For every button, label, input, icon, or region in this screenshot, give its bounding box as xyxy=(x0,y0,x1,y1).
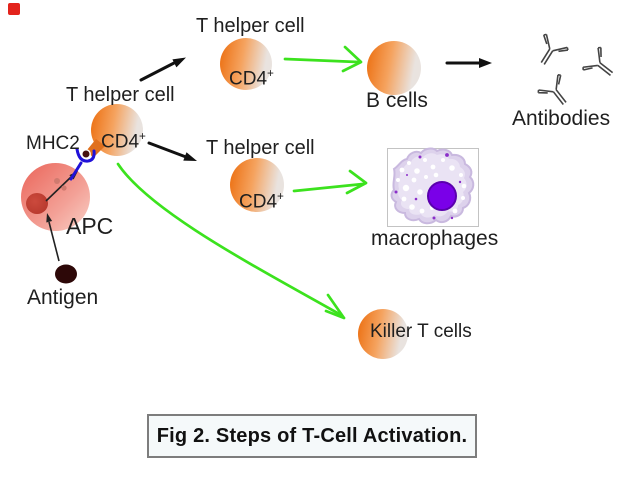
t-helper-cell-top-circle xyxy=(220,38,272,90)
mhc2-receptor xyxy=(69,147,96,181)
arrow-thelper-to-bcells xyxy=(283,45,363,73)
cd4-plus: + xyxy=(277,190,284,203)
antibody-icon xyxy=(529,32,570,72)
killer-t-cell-circle xyxy=(358,309,408,359)
antigen-label: Antigen xyxy=(27,286,99,309)
cd4-text: CD4 xyxy=(229,68,268,90)
cd4-label-mid: CD4+ xyxy=(239,190,284,213)
macrophage-speckles xyxy=(394,153,462,220)
cd4-text: CD4 xyxy=(239,191,278,213)
b-cells-label: B cells xyxy=(366,89,428,112)
arrow-thelper-to-killer-tcells xyxy=(116,162,346,320)
arrow-bcells-to-antibodies xyxy=(445,58,492,68)
t-helper-mid-label: T helper cell xyxy=(206,137,315,159)
antibody-icon xyxy=(580,45,622,87)
arrow-apccell-to-top-thelper xyxy=(139,57,186,82)
macrophages-label: macrophages xyxy=(371,227,499,250)
cd4-plus: + xyxy=(139,130,146,143)
macrophage-nucleus xyxy=(427,181,457,211)
cd4-label-apc: CD4+ xyxy=(101,130,146,153)
b-cell-circle xyxy=(367,41,421,95)
antibody-icons xyxy=(529,32,622,114)
t-helper-apc-label: T helper cell xyxy=(66,84,175,106)
mhc2-label: MHC2 xyxy=(26,133,80,154)
apc-granules xyxy=(54,178,67,191)
arrow-antigen-to-apc xyxy=(46,213,60,262)
killer-t-cells-label: Killer T cells xyxy=(370,321,472,342)
t-helper-cell-mid-circle xyxy=(230,158,284,212)
figure-caption-text: Fig 2. Steps of T-Cell Activation. xyxy=(156,424,468,447)
cd4-receptor-stub xyxy=(87,139,105,158)
antigen-dot xyxy=(55,264,77,284)
cd4-label-top: CD4+ xyxy=(229,67,274,90)
arrow-apccell-to-mid-thelper xyxy=(147,141,197,161)
apc-nucleus xyxy=(26,193,48,214)
cd4-text: CD4 xyxy=(101,131,140,153)
figure-caption-box: Fig 2. Steps of T-Cell Activation. xyxy=(147,414,477,458)
antibodies-label: Antibodies xyxy=(512,107,611,130)
t-helper-top-label: T helper cell xyxy=(196,15,305,37)
macrophage-illustration xyxy=(390,147,475,225)
cd4-plus: + xyxy=(267,67,274,80)
red-marker-square xyxy=(8,3,20,15)
apc-label: APC xyxy=(66,213,114,239)
arrow-thelper-to-macrophages xyxy=(292,169,368,195)
bound-antigen-fragment xyxy=(81,149,91,159)
